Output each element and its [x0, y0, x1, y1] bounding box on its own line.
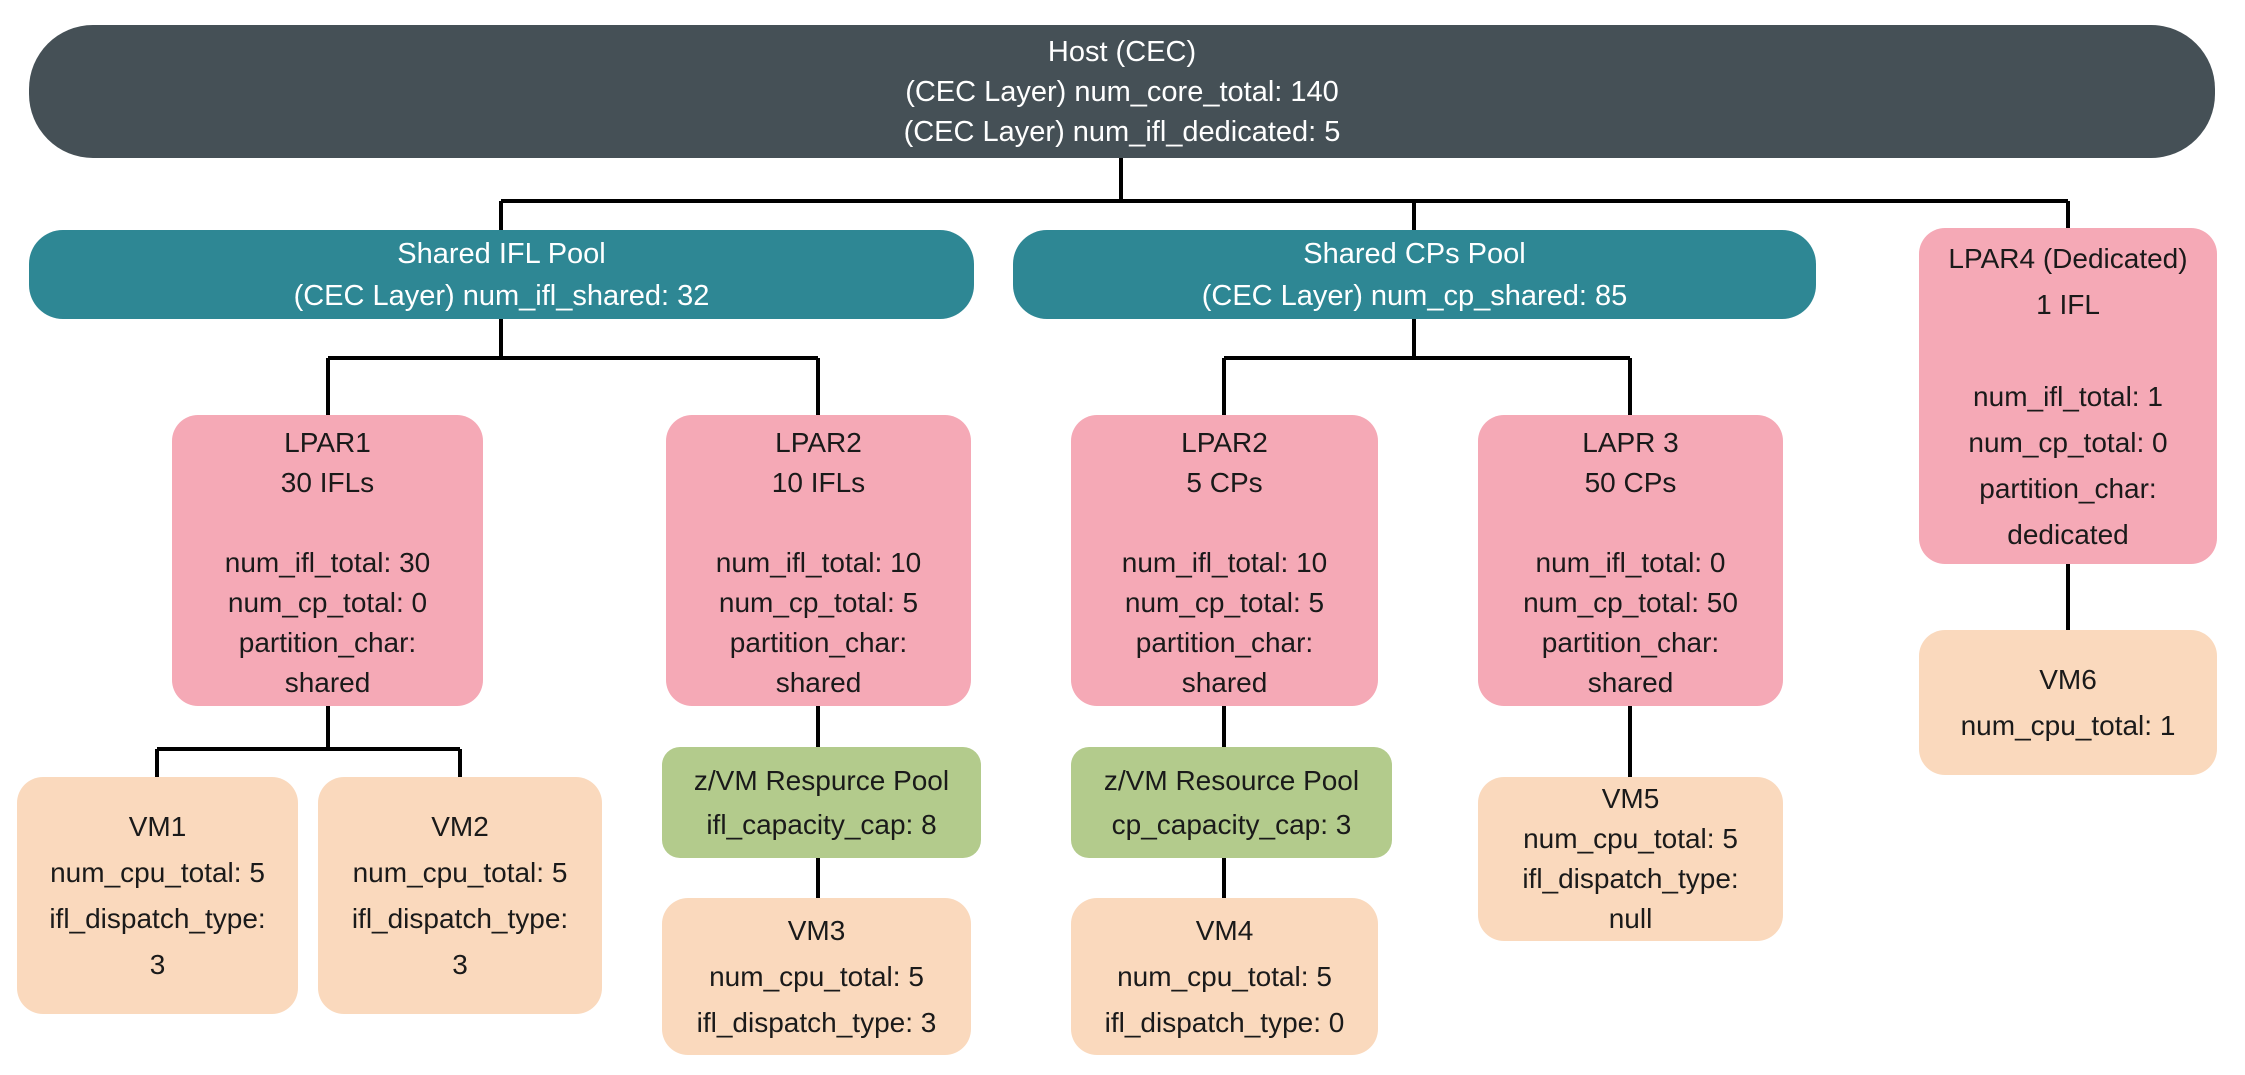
text-line: LPAR2: [775, 427, 862, 458]
text-line: 50 CPs: [1584, 467, 1677, 498]
vm3-node: VM3 num_cpu_total: 5 ifl_dispatch_type: 3: [662, 898, 971, 1055]
text-line: VM2: [431, 810, 489, 842]
text-line: partition_char:: [1979, 473, 2157, 504]
text-line: partition_char:: [238, 627, 417, 658]
text-line: shared: [775, 667, 862, 698]
shared-ifl-pool-node: Shared IFL Pool (CEC Layer) num_ifl_share…: [29, 230, 974, 319]
lpar2-ifl-node: LPAR2 10 IFLs num_ifl_total: 10 num_cp_tot…: [666, 415, 971, 706]
text-line: num_ifl_total: 1: [1973, 381, 2163, 412]
text-line: partition_char:: [1135, 627, 1314, 658]
text-line: num_cpu_total: 1: [1960, 709, 2176, 741]
text-line: VM5: [1601, 783, 1660, 814]
text-line: (CEC Layer) num_ifl_shared: 32: [293, 279, 710, 312]
text-line: ifl_dispatch_type: 0: [1104, 1006, 1345, 1038]
text-line: shared: [1587, 667, 1674, 698]
lpar2-cp-node: LPAR2 5 CPs num_ifl_total: 10 num_cp_total…: [1071, 415, 1378, 706]
text-line: num_cp_total: 5: [718, 587, 919, 618]
zvm-resource-pool-ifl-node: z/VM Respurce Pool ifl_capacity_cap: 8: [662, 747, 981, 858]
text-line: LPAR4 (Dedicated): [1948, 243, 2188, 274]
vm1-node: VM1 num_cpu_total: 5 ifl_dispatch_type: 3: [17, 777, 298, 1014]
text-line: Host (CEC): [1047, 35, 1197, 68]
text-line: null: [1608, 903, 1653, 934]
text-line: ifl_capacity_cap: 8: [706, 808, 937, 840]
zvm-resource-pool-cp-node: z/VM Resource Pool cp_capacity_cap: 3: [1071, 747, 1392, 858]
text-line: (CEC Layer) num_core_total: 140: [905, 75, 1339, 108]
lpar4-dedicated-node: LPAR4 (Dedicated) 1 IFL num_ifl_total: 1 n…: [1919, 228, 2217, 564]
vm4-node: VM4 num_cpu_total: 5 ifl_dispatch_type: 0: [1071, 898, 1378, 1055]
text-line: num_cpu_total: 5: [50, 856, 265, 888]
text-line: ifl_dispatch_type: 3: [696, 1006, 937, 1038]
text-line: LPAR2: [1181, 427, 1268, 458]
text-line: num_cpu_total: 5: [352, 856, 568, 888]
text-line: num_ifl_total: 10: [1121, 547, 1328, 578]
vm2-node: VM2 num_cpu_total: 5 ifl_dispatch_type: 3: [318, 777, 602, 1014]
text-line: 5 CPs: [1186, 467, 1263, 498]
text-line: 30 IFLs: [280, 467, 375, 498]
text-line: [666, 503, 971, 543]
text-line: ifl_dispatch_type:: [1522, 863, 1739, 894]
text-line: cp_capacity_cap: 3: [1111, 808, 1352, 840]
text-line: num_cpu_total: 5: [1117, 960, 1332, 992]
text-line: 10 IFLs: [771, 467, 866, 498]
text-line: 1 IFL: [2036, 289, 2100, 320]
text-line: num_cpu_total: 5: [709, 960, 924, 992]
text-line: LPAR1: [284, 427, 371, 458]
text-line: LAPR 3: [1582, 427, 1679, 458]
vm6-node: VM6 num_cpu_total: 1: [1919, 630, 2217, 775]
shared-cps-pool-node: Shared CPs Pool (CEC Layer) num_cp_shared…: [1013, 230, 1816, 319]
host-cec-node: Host (CEC) (CEC Layer) num_core_total: 14…: [29, 25, 2215, 158]
text-line: ifl_dispatch_type:: [49, 902, 266, 934]
text-line: ifl_dispatch_type:: [351, 902, 569, 934]
text-line: num_cp_total: 0: [1968, 427, 2168, 458]
text-line: partition_char:: [1541, 627, 1720, 658]
text-line: VM6: [2039, 663, 2097, 695]
connector-path: [155, 158, 2070, 898]
text-line: Shared CPs Pool: [1303, 237, 1526, 270]
lpar1-node: LPAR1 30 IFLs num_ifl_total: 30 num_cp_tot…: [172, 415, 483, 706]
text-line: [1071, 503, 1378, 543]
text-line: VM4: [1195, 914, 1254, 946]
text-line: num_cp_total: 0: [227, 587, 428, 618]
text-line: shared: [1181, 667, 1268, 698]
lapr3-node: LAPR 3 50 CPs num_ifl_total: 0 num_cp_tota…: [1478, 415, 1783, 706]
text-line: z/VM Resource Pool: [1103, 764, 1360, 796]
text-line: num_ifl_total: 10: [715, 547, 922, 578]
text-line: num_cp_total: 50: [1523, 587, 1738, 618]
text-line: Shared IFL Pool: [397, 237, 606, 270]
text-line: 3: [452, 948, 468, 980]
text-line: num_cpu_total: 5: [1523, 823, 1738, 854]
text-line: [1919, 328, 2217, 374]
text-line: (CEC Layer) num_ifl_dedicated: 5: [903, 115, 1341, 148]
text-line: VM1: [128, 810, 187, 842]
text-line: VM3: [787, 914, 846, 946]
text-line: num_cp_total: 5: [1124, 587, 1325, 618]
text-line: (CEC Layer) num_cp_shared: 85: [1201, 279, 1628, 312]
text-line: num_ifl_total: 0: [1535, 547, 1726, 578]
text-line: z/VM Respurce Pool: [693, 764, 950, 796]
vm5-node: VM5 num_cpu_total: 5 ifl_dispatch_type:nul…: [1478, 777, 1783, 941]
text-line: [1478, 503, 1783, 543]
text-line: 3: [149, 948, 166, 980]
text-line: [172, 503, 483, 543]
text-line: partition_char:: [729, 627, 908, 658]
text-line: num_ifl_total: 30: [224, 547, 431, 578]
text-line: shared: [284, 667, 371, 698]
text-line: dedicated: [2007, 519, 2129, 550]
